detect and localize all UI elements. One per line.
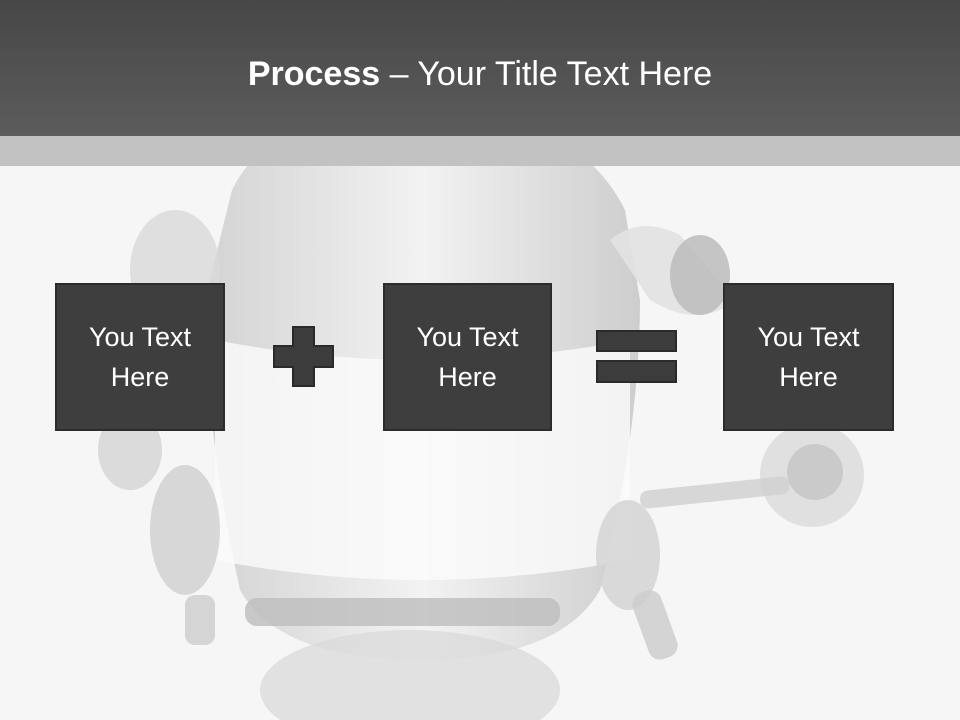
process-box-1: You Text Here bbox=[55, 283, 225, 431]
slide-title-bold: Process bbox=[247, 55, 381, 93]
process-box-3: You Text Here bbox=[723, 283, 894, 431]
title-underline-band bbox=[0, 136, 960, 166]
process-box-1-line1: You Text bbox=[88, 322, 192, 352]
process-box-1-line2: Here bbox=[110, 362, 170, 392]
process-box-3-line2: Here bbox=[779, 362, 838, 392]
process-box-2-line2: Here bbox=[438, 362, 497, 392]
process-box-2-text: You Text Here bbox=[416, 317, 518, 397]
plus-icon bbox=[273, 326, 334, 387]
process-box-3-line1: You Text bbox=[757, 322, 860, 352]
title-bar bbox=[0, 0, 960, 136]
slide-title-rest: – Your Title Text Here bbox=[380, 55, 713, 93]
process-box-1-text: You Text Here bbox=[89, 317, 191, 397]
process-box-2-line1: You Text bbox=[416, 322, 519, 352]
process-box-2: You Text Here bbox=[383, 283, 552, 431]
slide-title: Process – Your Title Text Here bbox=[0, 52, 960, 96]
equals-icon bbox=[596, 330, 677, 383]
process-box-3-text: You Text Here bbox=[757, 317, 859, 397]
